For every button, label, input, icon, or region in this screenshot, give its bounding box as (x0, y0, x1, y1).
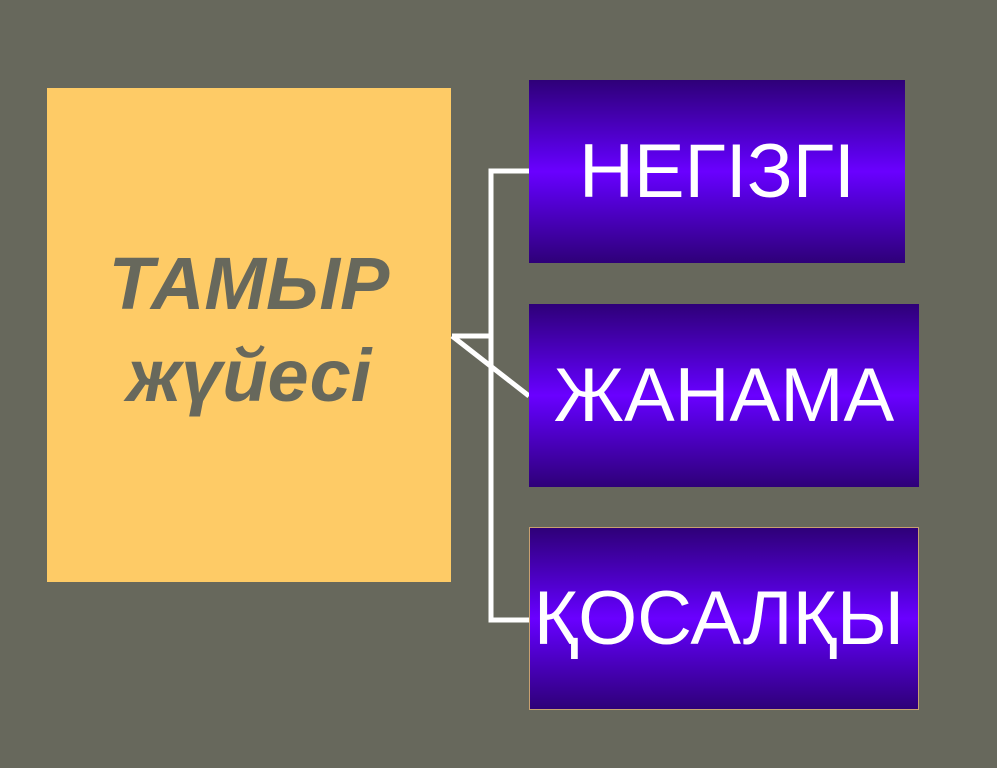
item-label: ҚОСАЛҚЫ (533, 576, 905, 661)
item-label: ЖАНАМА (553, 353, 895, 438)
root-system-box: ТАМЫР жүйесі (47, 88, 451, 582)
item-box-lateral: ЖАНАМА (529, 304, 919, 487)
item-label: НЕГІЗГІ (578, 129, 856, 214)
main-title-line2: жүйесі (126, 334, 372, 417)
item-box-main: НЕГІЗГІ (529, 80, 905, 263)
item-box-adventitious: ҚОСАЛҚЫ (529, 527, 919, 710)
main-title-line1: ТАМЫР (108, 242, 390, 325)
